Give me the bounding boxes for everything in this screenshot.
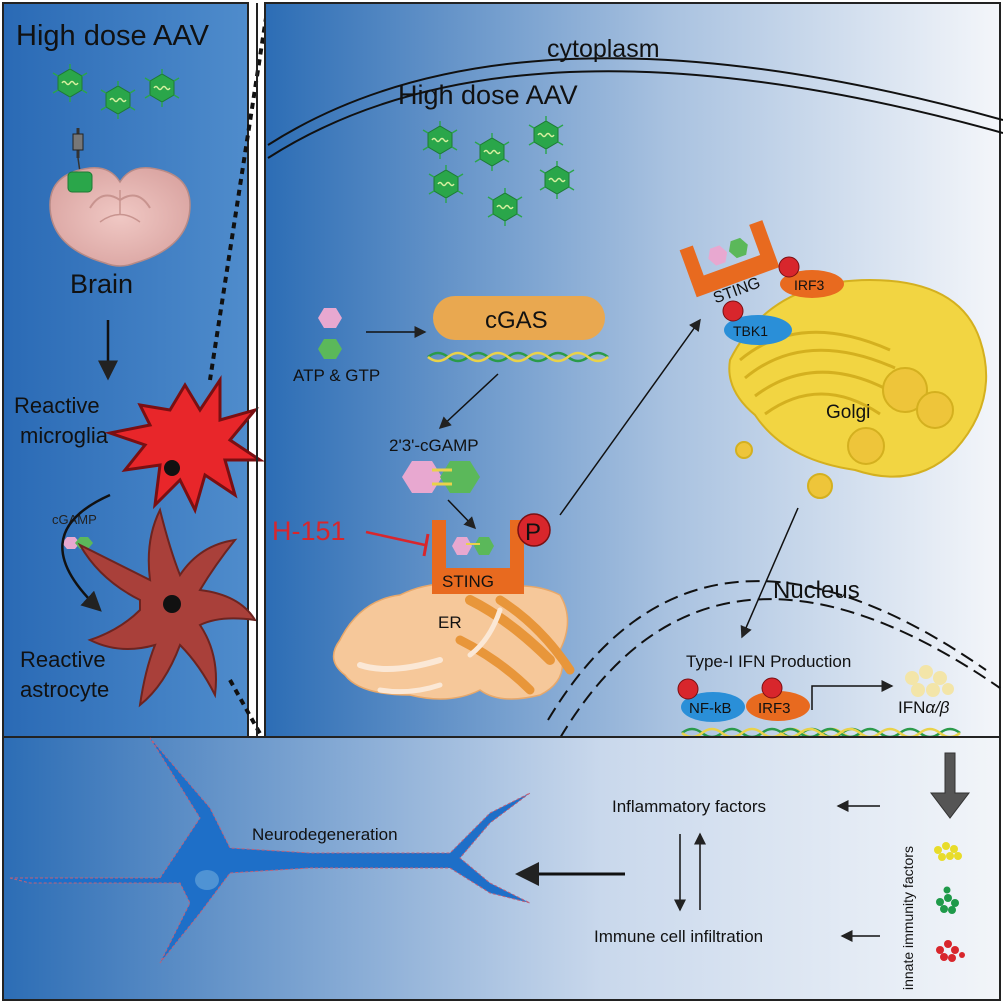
cgas-enzyme — [433, 296, 605, 340]
golgi-organelle — [728, 278, 988, 499]
er-label: ER — [438, 613, 462, 632]
irf3-nucleus — [746, 691, 810, 721]
irf3-nucleus-phospho — [761, 677, 783, 699]
atp-gtp-icon — [318, 308, 342, 359]
nucleus-label: Nucleus — [773, 577, 860, 604]
ifn-molecules — [905, 665, 954, 697]
microglia-cell — [104, 375, 265, 515]
inflammatory-label: Inflammatory factors — [612, 797, 766, 816]
red-factors — [936, 940, 965, 962]
nfkb-label: NF-kB — [689, 700, 732, 717]
nfkb-phospho — [677, 678, 699, 700]
green-factors — [936, 886, 959, 914]
cgamp-label-cell: 2'3'-cGAMP — [389, 436, 479, 455]
bottom-panel: Neurodegeneration Inflammatory factors I… — [2, 736, 1001, 1001]
brain-icon — [49, 167, 191, 267]
cgamp-icon-cell — [402, 461, 480, 493]
microglia-label-2: microglia — [20, 423, 109, 448]
yellow-factors — [934, 842, 962, 861]
left-panel: High dose AAV Brain Reactive microglia c… — [2, 2, 265, 752]
ifn-label: IFNα/β — [898, 698, 950, 717]
cgamp-to-sting-arrow — [447, 499, 477, 530]
sting-er — [432, 520, 524, 594]
zoom-line-top — [208, 4, 270, 381]
tbk1-label: TBK1 — [733, 323, 768, 339]
sting-to-golgi-arrow — [559, 318, 701, 516]
nucleus-membrane-outer — [547, 580, 987, 721]
sting-golgi — [679, 220, 780, 298]
innate-immunity-label: innate immunity factors — [900, 846, 916, 990]
h151-inhibition-line — [365, 530, 426, 547]
h151-inhibition-bar — [422, 533, 430, 557]
h151-label: H-151 — [272, 516, 346, 546]
irf3-golgi-phospho — [778, 256, 800, 278]
aav-label-cell: High dose AAV — [398, 80, 578, 110]
tbk1-phospho — [722, 300, 744, 322]
astrocyte-label-2: astrocyte — [20, 677, 109, 702]
left-title: High dose AAV — [16, 20, 210, 52]
ifn-transcription-arrow — [811, 680, 894, 710]
tbk1 — [724, 315, 792, 345]
phospho-circle — [517, 513, 551, 547]
brain-label: Brain — [70, 269, 133, 299]
cytoplasm-label: cytoplasm — [547, 35, 660, 63]
cgas-label: cGAS — [485, 307, 548, 334]
cgamp-icon-left — [62, 537, 93, 549]
ifn-production-label: Type-I IFN Production — [686, 652, 851, 671]
down-arrow — [929, 752, 971, 819]
phospho-label: P — [525, 519, 541, 546]
astrocyte-cell — [77, 507, 257, 708]
golgi-label: Golgi — [826, 402, 870, 423]
er-organelle — [332, 582, 575, 700]
microglia-to-astrocyte-arrow — [61, 493, 111, 612]
astrocyte-label-1: Reactive — [20, 647, 106, 672]
cell-panel: cytoplasm High dose AAV ATP & GTP cGAS 2… — [256, 2, 1003, 752]
golgi-to-nucleus-arrow — [740, 507, 799, 639]
irf3-nucleus-label: IRF3 — [758, 700, 791, 717]
irf3-golgi-label: IRF3 — [794, 277, 825, 293]
nfkb — [681, 692, 745, 722]
neuron-icon — [9, 737, 531, 964]
neurodegeneration-label: Neurodegeneration — [252, 825, 398, 844]
microglia-label-1: Reactive — [14, 393, 100, 418]
zoom-line-bottom — [228, 679, 270, 749]
cgas-to-cgamp-arrow — [438, 373, 499, 430]
immune-label: Immune cell infiltration — [594, 927, 763, 946]
irf3-golgi — [780, 270, 844, 298]
nucleus-membrane-inner — [559, 598, 1001, 739]
atp-gtp-label: ATP & GTP — [293, 366, 380, 385]
sting-er-label: STING — [442, 572, 494, 591]
